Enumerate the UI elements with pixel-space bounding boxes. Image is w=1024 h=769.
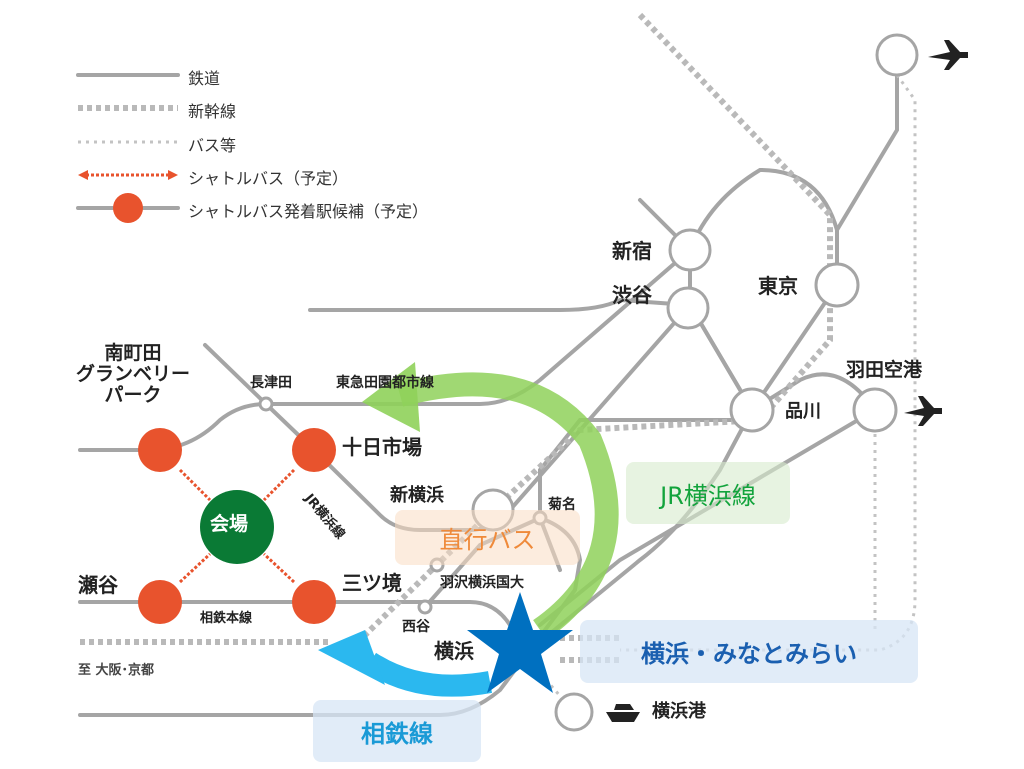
jr-arrowhead	[362, 362, 420, 432]
sotetsu-box: 相鉄線	[313, 700, 481, 762]
ship-icon	[606, 704, 640, 722]
station-mitsukyo: 三ツ境	[342, 571, 402, 595]
station-nishiya: 西谷	[402, 619, 430, 635]
legend-rail: 鉄道	[188, 69, 221, 88]
direct-bus-box: 直行バス	[395, 510, 580, 565]
jr-yokohama-box: JR横浜線	[626, 462, 790, 524]
station-shibuya: 渋谷	[612, 283, 652, 307]
station-hazawa: 羽沢横浜国大	[440, 575, 524, 591]
minatomirai-box: 横浜・みなとみらい	[580, 620, 918, 683]
station-haneda: 羽田空港	[846, 359, 923, 381]
legend-shuttle-station: シャトルバス発着駅候補（予定）	[188, 202, 429, 221]
station-shinagawa: 品川	[785, 401, 821, 422]
shuttle-station-legend-dot	[113, 193, 143, 223]
station-yokohama-port: 横浜港	[652, 701, 706, 722]
station-shinjuku: 新宿	[612, 239, 652, 263]
line-denentoshi: 東急田園都市線	[336, 375, 434, 391]
shuttle-legend-arrow	[78, 170, 178, 180]
station-circles	[258, 33, 919, 732]
sotetsu-arrow	[363, 652, 493, 697]
airplane-icon	[928, 40, 968, 70]
sotetsu-arrowhead	[318, 630, 385, 685]
station-nagatsuta: 長津田	[250, 375, 292, 391]
airplane-icon	[904, 396, 942, 426]
station-shinyokohama: 新横浜	[390, 485, 444, 506]
line-sotetsu-main: 相鉄本線	[200, 611, 253, 626]
venue-label: 会場	[210, 513, 249, 535]
shuttle-routes	[178, 468, 296, 584]
line-to-osaka: 至 大阪･京都	[78, 663, 155, 678]
station-seya: 瀬谷	[78, 573, 118, 597]
station-kikuna: 菊名	[548, 497, 576, 513]
station-yokohama: 横浜	[434, 639, 474, 663]
legend-bus: バス等	[188, 136, 237, 155]
station-tokaichiba: 十日市場	[342, 435, 422, 459]
legend-shuttle: シャトルバス（予定）	[188, 169, 349, 188]
jr-yokohama-arrow	[396, 372, 619, 640]
yokohama-star	[467, 592, 573, 693]
legend-shinkansen: 新幹線	[188, 102, 237, 121]
venue-circle	[200, 490, 274, 564]
station-tokyo: 東京	[758, 274, 798, 298]
station-minamimachida: 南町田 グランベリー パーク	[76, 342, 191, 406]
shuttle-stations	[138, 428, 336, 624]
